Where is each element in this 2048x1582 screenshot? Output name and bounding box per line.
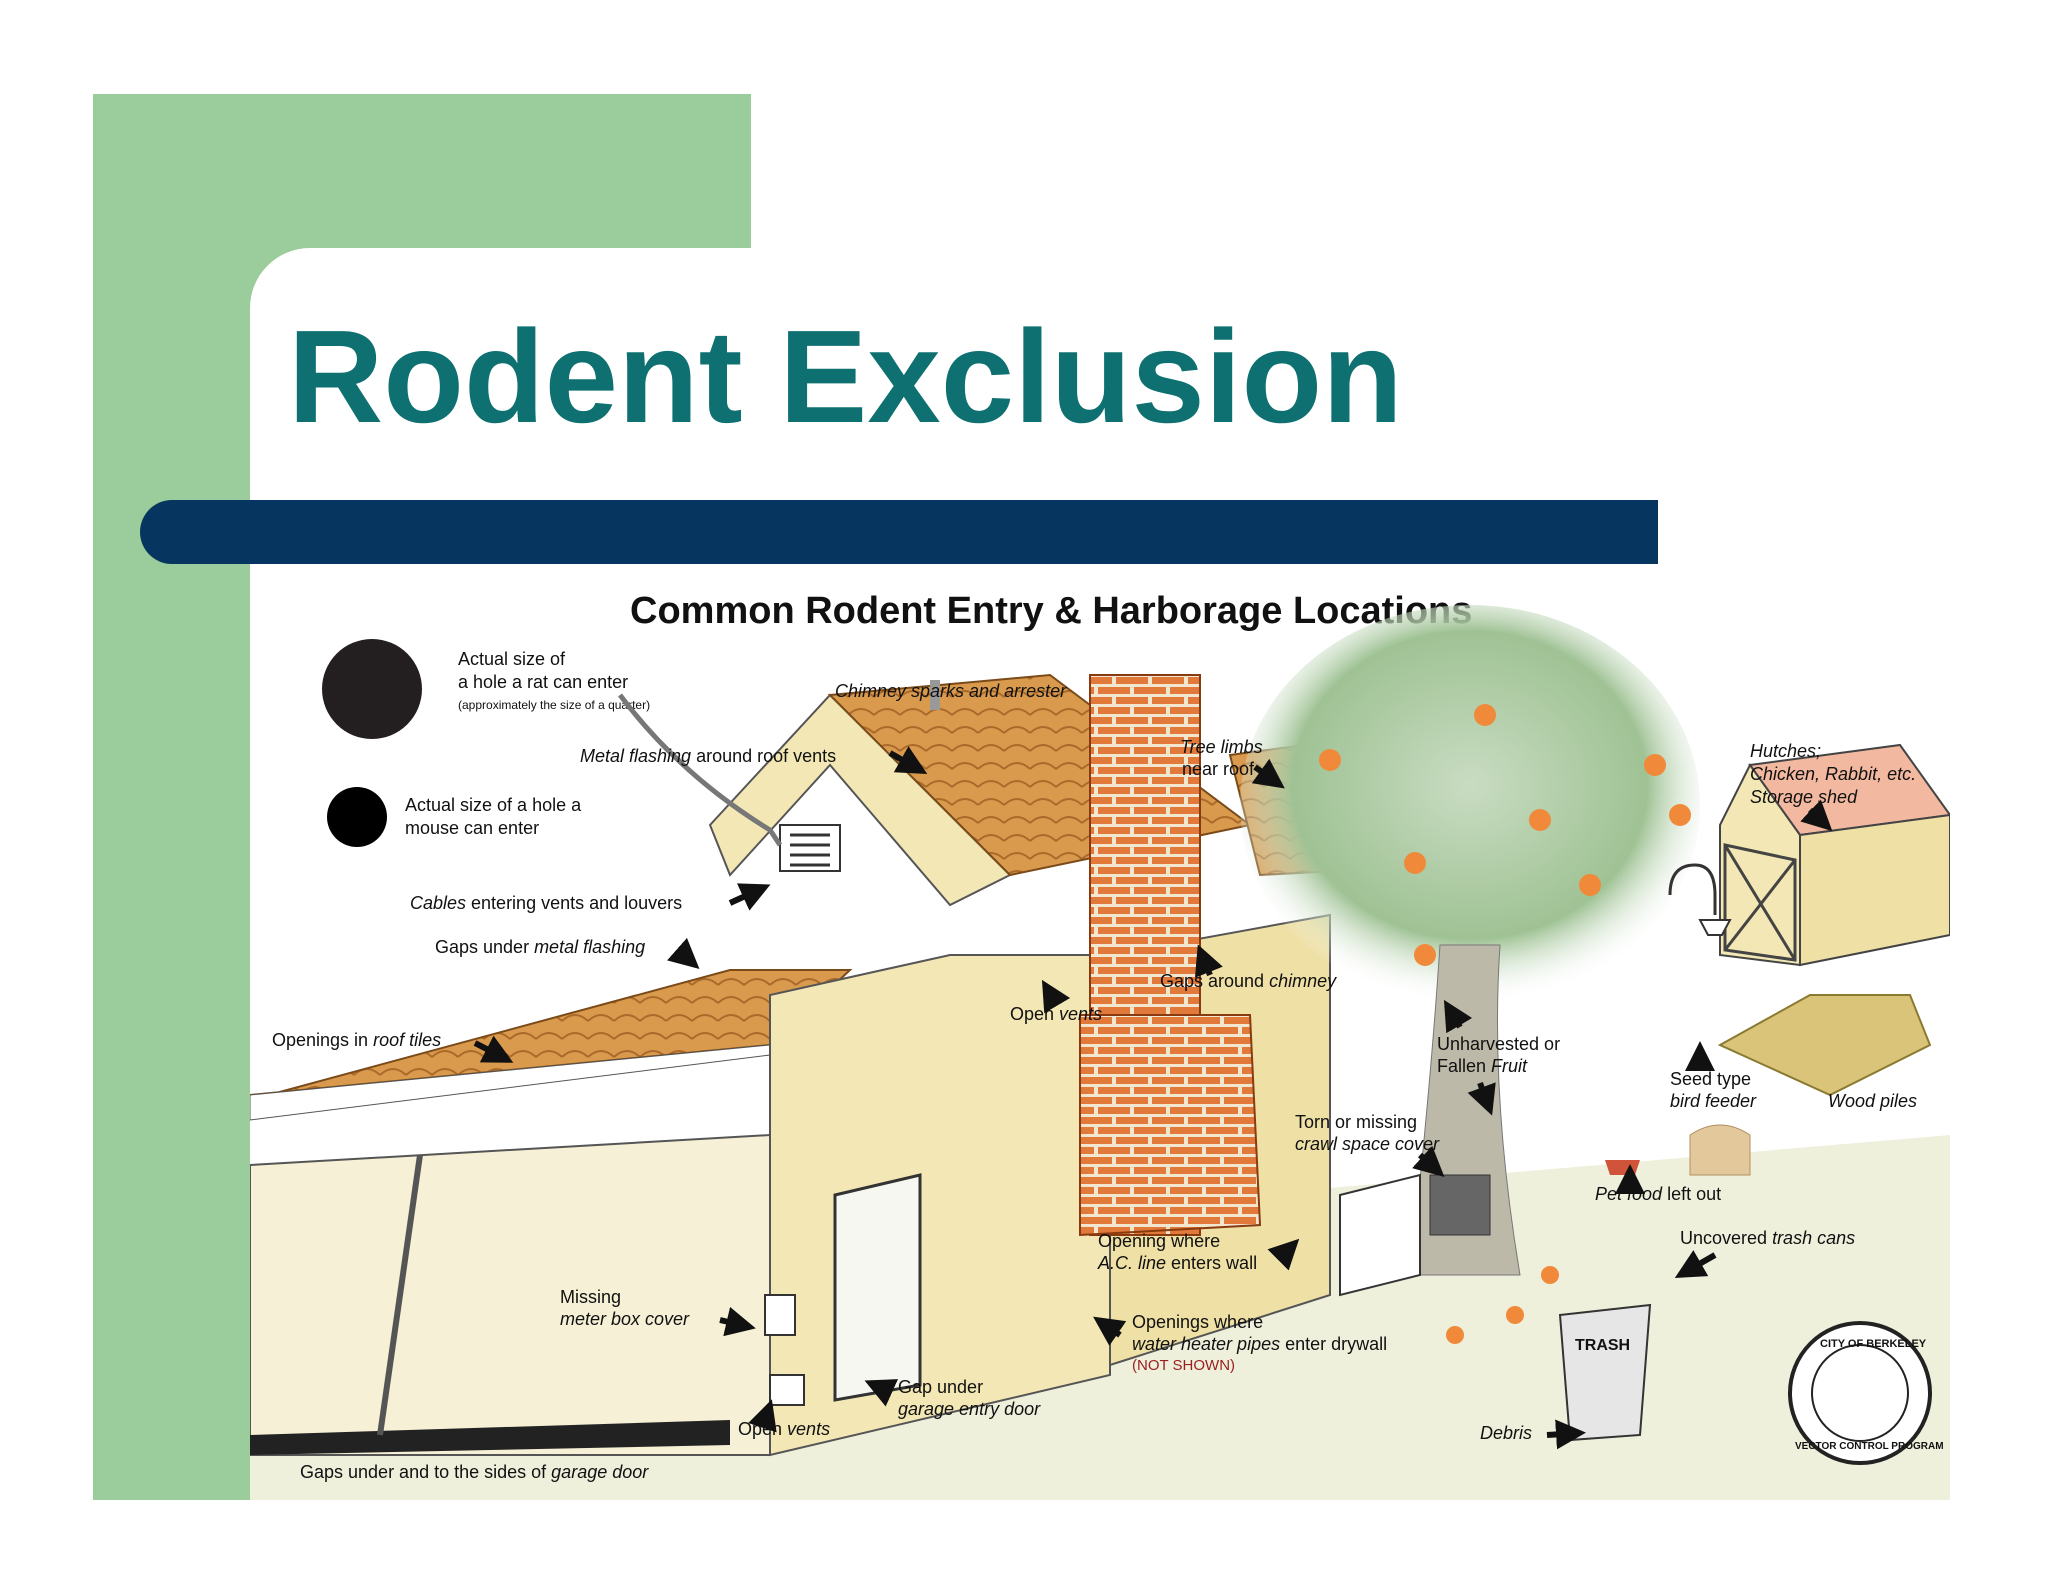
label-wood-piles: Wood piles bbox=[1828, 1091, 1917, 1111]
dog bbox=[1689, 1124, 1751, 1176]
roof-vent-pipe bbox=[930, 680, 940, 710]
label-gap-garage-2: garage entry door bbox=[898, 1399, 1041, 1419]
label-pet-food: Pet food left out bbox=[1595, 1184, 1721, 1204]
meter-box bbox=[764, 1294, 796, 1336]
label-meter-2: meter box cover bbox=[560, 1309, 690, 1329]
label-tree-limbs-1: Tree limbs bbox=[1180, 737, 1263, 757]
chimney-base bbox=[1079, 1014, 1262, 1237]
mouse-hole-label-1: Actual size of a hole a bbox=[405, 795, 582, 815]
bird-feeder-hook bbox=[1668, 863, 1717, 915]
diagram-illustration: Common Rodent Entry & Harborage Location… bbox=[250, 590, 1950, 1500]
callout-arrows bbox=[473, 746, 1833, 1450]
label-chimney-sparks: Chimney sparks and arrester bbox=[835, 681, 1067, 701]
label-water-1: Openings where bbox=[1132, 1312, 1263, 1332]
label-hutches-2: Chicken, Rabbit, etc. bbox=[1750, 764, 1916, 784]
trash-can bbox=[1558, 1303, 1652, 1442]
tree-canopy bbox=[1240, 605, 1700, 1005]
rodent-entry-diagram: Common Rodent Entry & Harborage Location… bbox=[250, 575, 1950, 1500]
rat-hole-circle bbox=[322, 639, 422, 739]
trash-can-text: TRASH bbox=[1575, 1337, 1630, 1354]
label-metal-flashing: Metal flashing around roof vents bbox=[580, 746, 836, 766]
label-torn-1: Torn or missing bbox=[1295, 1112, 1417, 1132]
shed-side bbox=[1799, 813, 1950, 967]
label-hutches-1: Hutches; bbox=[1750, 741, 1821, 761]
label-openings-roof: Openings in roof tiles bbox=[272, 1030, 441, 1050]
label-ac-2: A.C. line enters wall bbox=[1097, 1253, 1257, 1273]
berkeley-vector-control-seal: CITY OF BERKELEY VECTOR CONTROL PROGRAM bbox=[1788, 1321, 1944, 1465]
label-garage-door: Gaps under and to the sides of garage do… bbox=[300, 1462, 649, 1482]
slide-title: Rodent Exclusion bbox=[288, 303, 1403, 450]
label-unharvested-2: Fallen Fruit bbox=[1437, 1056, 1528, 1076]
label-ac-1: Opening where bbox=[1098, 1231, 1220, 1251]
label-gap-garage-1: Gap under bbox=[898, 1377, 983, 1397]
label-tree-limbs-2: near roof bbox=[1182, 759, 1255, 779]
mouse-hole-label-2: mouse can enter bbox=[405, 818, 539, 838]
label-water-3: (NOT SHOWN) bbox=[1132, 1357, 1235, 1374]
label-debris: Debris bbox=[1480, 1423, 1532, 1443]
attic-louver bbox=[779, 824, 841, 872]
label-trash: Uncovered trash cans bbox=[1680, 1228, 1855, 1248]
wood-pile bbox=[1717, 994, 1932, 1097]
crawl-space-opening bbox=[1429, 1174, 1491, 1236]
bird-feeder bbox=[1698, 919, 1732, 936]
label-gaps-flashing: Gaps under metal flashing bbox=[435, 937, 645, 957]
label-water-2: water heater pipes enter drywall bbox=[1132, 1334, 1387, 1354]
mouse-hole-circle bbox=[327, 787, 387, 847]
label-gaps-chimney: Gaps around chimney bbox=[1160, 971, 1337, 991]
label-seed-2: bird feeder bbox=[1670, 1091, 1757, 1111]
pet-food-bowl bbox=[1605, 1160, 1640, 1175]
cable bbox=[618, 693, 783, 847]
label-meter-1: Missing bbox=[560, 1287, 621, 1307]
label-seed-1: Seed type bbox=[1670, 1069, 1751, 1089]
diagram-heading: Common Rodent Entry & Harborage Location… bbox=[630, 590, 1472, 632]
seal-bottom-text: VECTOR CONTROL PROGRAM bbox=[1795, 1441, 1944, 1452]
rat-hole-label-3: (approximately the size of a quarter) bbox=[458, 698, 650, 712]
label-open-vents-upper: Open vents bbox=[1010, 1004, 1102, 1024]
garage-entry-door bbox=[833, 1173, 922, 1402]
lower-vent bbox=[769, 1374, 805, 1406]
label-open-vents-lower: Open vents bbox=[738, 1419, 830, 1439]
label-cables: Cables entering vents and louvers bbox=[410, 893, 682, 913]
louver-slats bbox=[790, 833, 830, 867]
seal-top-text: CITY OF BERKELEY bbox=[1820, 1338, 1927, 1350]
oranges bbox=[1319, 704, 1691, 1344]
label-unharvested-1: Unharvested or bbox=[1437, 1034, 1560, 1054]
ac-unit bbox=[1339, 1173, 1421, 1297]
garage-door-sill bbox=[250, 1420, 730, 1455]
title-underline-bar bbox=[140, 500, 1658, 564]
garage-wall bbox=[250, 1133, 771, 1456]
shed-doors bbox=[1723, 843, 1797, 962]
shed-front bbox=[1719, 763, 1801, 967]
rat-hole-label-2: a hole a rat can enter bbox=[458, 672, 628, 692]
garage-post bbox=[377, 1154, 423, 1436]
label-torn-2: crawl space cover bbox=[1295, 1134, 1440, 1154]
label-hutches-3: Storage shed bbox=[1750, 787, 1858, 807]
rat-hole-label-1: Actual size of bbox=[458, 649, 566, 669]
